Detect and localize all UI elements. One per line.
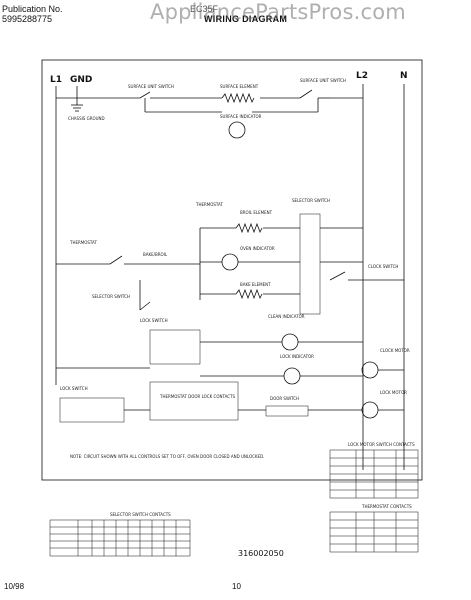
- publication-number: 5995288775: [2, 14, 53, 24]
- model-number: EC35F: [190, 4, 219, 14]
- lock-motor-contacts-table: [329, 449, 419, 499]
- lock-indicator-label: LOCK INDICATOR: [280, 354, 314, 359]
- thermostat-contacts-block: [149, 381, 239, 421]
- broil-element-label: BROIL ELEMENT: [240, 210, 273, 215]
- surface-switch-right-icon: [299, 89, 330, 99]
- surface-unit-switch-left-label: SURFACE UNIT SWITCH: [128, 84, 174, 89]
- clock-switch-label: CLOCK SWITCH: [368, 264, 398, 269]
- publication-label: Publication No.: [2, 4, 63, 14]
- lock-indicator-lamp: [283, 367, 301, 385]
- line-label-gnd: GND: [70, 75, 92, 85]
- selector-switch-left-icon: [139, 301, 151, 311]
- bake-element-icon: [235, 288, 263, 300]
- surface-element-label: SURFACE ELEMENT: [220, 84, 259, 89]
- lock-switch-bottom-label: LOCK SWITCH: [60, 386, 88, 391]
- lock-switch-label: LOCK SWITCH: [140, 318, 168, 323]
- chassis-ground-label: CHASSIS GROUND: [68, 116, 105, 121]
- line-label-l2: L2: [356, 71, 368, 81]
- ground-icon: [71, 104, 83, 112]
- thermostat-label: THERMOSTAT: [69, 240, 97, 245]
- bake-broil-label: BAKE/BROIL: [143, 252, 168, 257]
- door-switch-label: DOOR SWITCH: [270, 396, 299, 401]
- broil-element-icon: [235, 222, 263, 234]
- watermark: AppliancePartsPros.com: [150, 0, 406, 24]
- lock-switch-block: [149, 329, 201, 365]
- surface-indicator-label: SURFACE INDICATOR: [220, 114, 262, 119]
- selector-switch-label: SELECTOR SWITCH: [292, 198, 330, 203]
- thermostat-top-label: THERMOSTAT: [195, 202, 223, 207]
- surface-switch-left-icon: [139, 91, 170, 112]
- lock-motor-icon: [361, 401, 379, 419]
- lock-motor-label: LOCK MOTOR: [380, 390, 407, 395]
- thermostat-contacts-table: [329, 511, 419, 553]
- clean-indicator-label: CLEAN INDICATOR: [268, 314, 305, 319]
- thermostat-switch-icon: [109, 255, 123, 265]
- lock-table-title: LOCK MOTOR SWITCH CONTACTS: [348, 442, 415, 447]
- line-label-l1: L1: [50, 75, 62, 85]
- selector-switch-left-label: SELECTOR SWITCH: [92, 294, 130, 299]
- part-number: 316002050: [238, 549, 284, 558]
- surface-indicator-lamp: [228, 121, 246, 139]
- selector-contacts-table: [49, 519, 191, 557]
- bake-element-label: BAKE ELEMENT: [240, 282, 271, 287]
- clean-indicator-lamp: [281, 333, 299, 351]
- thermostat-contacts-label: THERMOSTAT DOOR LOCK CONTACTS: [159, 394, 235, 399]
- clock-motor-label: CLOCK MOTOR: [380, 348, 410, 353]
- oven-indicator-label: OVEN INDICATOR: [240, 246, 275, 251]
- page-title: WIRING DIAGRAM: [204, 14, 288, 24]
- selector-switch-block: [299, 213, 321, 315]
- clock-motor-icon: [361, 361, 379, 379]
- surface-unit-switch-right-label: SURFACE UNIT SWITCH: [300, 78, 346, 83]
- line-label-n: N: [400, 71, 408, 81]
- diagram-frame: [41, 59, 423, 481]
- clock-switch-icon: [329, 271, 346, 281]
- footer-date: 10/98: [4, 582, 25, 591]
- circuit-note: NOTE: CIRCUIT SHOWN WITH ALL CONTROLS SE…: [70, 454, 264, 459]
- oven-indicator-lamp: [221, 253, 239, 271]
- footer-page-number: 10: [232, 582, 241, 591]
- selector-table-title: SELECTOR SWITCH CONTACTS: [110, 512, 171, 517]
- surface-element-icon: [221, 92, 255, 104]
- thermostat-table-title: THERMOSTAT CONTACTS: [361, 504, 412, 509]
- lock-switch-bottom-block: [59, 397, 125, 423]
- door-switch-block: [265, 405, 309, 417]
